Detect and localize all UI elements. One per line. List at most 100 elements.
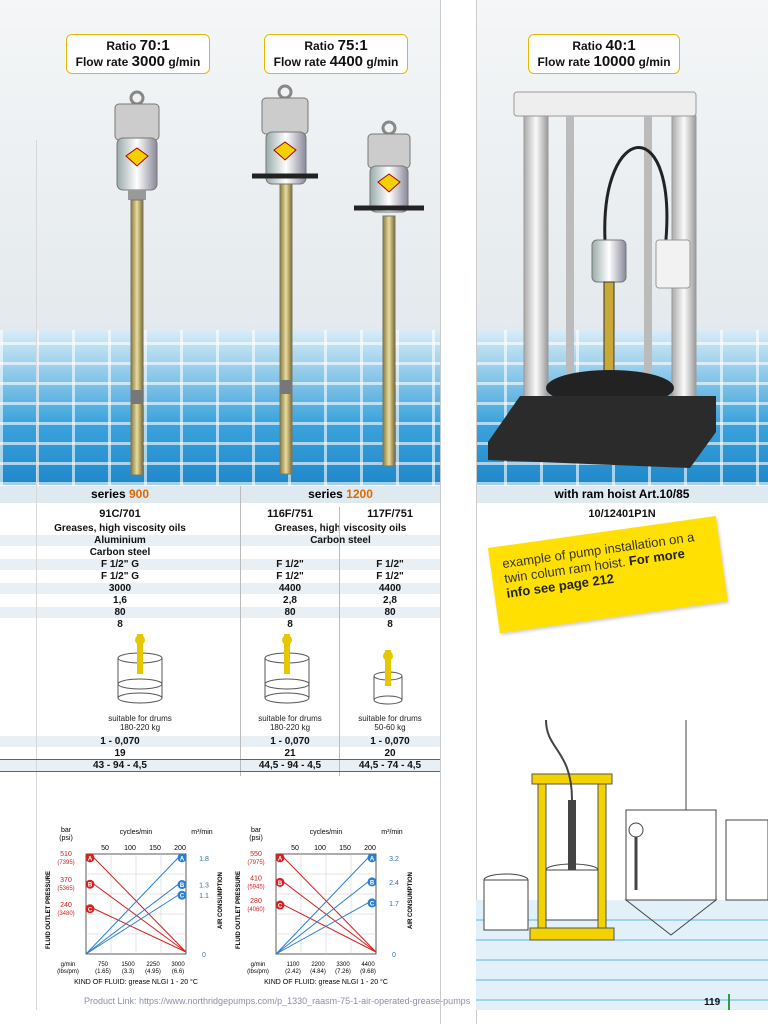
y-unit-label: bar [61, 827, 72, 834]
drum-label-line2: 180-220 kg [119, 723, 161, 732]
red-rule [0, 771, 440, 772]
top-tick: 200 [364, 845, 376, 852]
bottom-tick: 2250 [146, 962, 160, 968]
spec-r8-c3: 80 [340, 607, 440, 618]
series-number: 900 [129, 487, 150, 501]
pressure-marker [275, 877, 285, 887]
pressure-marker [85, 879, 95, 889]
y2-tick: 1.1 [199, 893, 209, 900]
y-tick: 410 [250, 875, 262, 882]
drum-icon-1 [117, 634, 163, 704]
spec-r8-c1: 80 [0, 607, 240, 618]
y2-tick: 1.8 [199, 856, 209, 863]
code-117f: 117F/751 [367, 508, 413, 520]
pressure-line [93, 857, 187, 953]
spec-r9-c3: 8 [387, 619, 393, 630]
spec-r10-c1: 1 - 0,070 [0, 736, 240, 747]
fluids-1200: Greases, high viscosity oils [274, 523, 407, 534]
bottom-tick-sub: (3.3) [122, 969, 134, 975]
top-tick: 100 [124, 845, 136, 852]
product-link[interactable]: Product Link: https://www.northridgepump… [84, 996, 471, 1006]
pressure-marker-label: B [88, 883, 93, 889]
x-top-label: cycles/min [310, 829, 343, 836]
drum-label-line1: suitable for drums [108, 714, 172, 723]
air-marker-label: A [180, 856, 185, 862]
fluid-caption: KIND OF FLUID: grease NLGI 1 - 20 °C [74, 978, 198, 986]
air-line [275, 857, 369, 955]
installation-drawing [476, 720, 768, 1010]
ratio-value: 75:1 [337, 37, 368, 54]
spec-r7-c2: 2,8 [283, 595, 297, 606]
flow-label: Flow rate [273, 55, 327, 69]
column-divider [240, 486, 241, 776]
sticky-note: example of pump installation on a twin c… [488, 515, 728, 634]
product-illustrations [114, 84, 716, 476]
bottom-tick-sub: (6.6) [172, 969, 184, 975]
y2-axis-title: AIR CONSUMPTION [408, 872, 414, 929]
air-marker-label: C [370, 901, 375, 907]
y-tick: 550 [250, 851, 262, 858]
spec-r12-c3: 44,5 - 74 - 4,5 [340, 760, 440, 771]
flow-label: Flow rate [75, 55, 129, 69]
spec-r8-c2: 80 [241, 607, 339, 618]
bottom-tick: 750 [98, 962, 109, 968]
pressure-marker-label: B [278, 881, 283, 887]
spec-r9-c2: 8 [287, 619, 293, 630]
bottom-tick: 3300 [336, 962, 350, 968]
ram-hoist-header: with ram hoist Art.10/85 [476, 486, 768, 503]
pressure-marker-label: C [88, 907, 93, 913]
fluids-900: Greases, high viscosity oils [54, 523, 186, 534]
material-1200: Carbon steel [241, 535, 440, 546]
flow-value: 3000 [131, 53, 166, 70]
series-number: 1200 [346, 487, 373, 501]
top-tick: 150 [149, 845, 161, 852]
pressure-marker [85, 904, 95, 914]
drum-icon-3 [373, 650, 403, 705]
spec-r4-c3: F 1/2" [340, 559, 440, 570]
air-marker-label: B [180, 883, 185, 889]
ram-hoist-illustration [488, 91, 716, 468]
page-divider [440, 0, 441, 1024]
y-unit-label: (psi) [59, 835, 73, 842]
bottom-tick-sub: (1.65) [95, 969, 111, 975]
pressure-marker-label: A [278, 856, 283, 862]
fluid-caption: KIND OF FLUID: grease NLGI 1 - 20 °C [264, 978, 388, 986]
y2-tick: 1.3 [199, 883, 209, 890]
y2-tick: 1.7 [389, 901, 399, 908]
pump-117f-illustration [354, 120, 424, 467]
spec-r6-c1: 3000 [0, 583, 240, 594]
y-tick: 280 [250, 898, 262, 905]
series-1200-header: series 1200 [241, 486, 440, 503]
y2-unit-label: m³/min [191, 829, 212, 836]
top-tick: 150 [339, 845, 351, 852]
spec-r11-c2: 21 [284, 748, 296, 759]
ratio-value: 40:1 [605, 37, 636, 54]
y-tick: 370 [60, 877, 72, 884]
pressure-line [93, 883, 187, 953]
drum-icon-2 [264, 634, 310, 704]
air-line [85, 894, 179, 955]
bottom-tick: 4400 [361, 962, 375, 968]
spec-r6-c3: 4400 [340, 583, 440, 594]
series-900-header: series 900 [0, 486, 240, 503]
spec-r5-c1: F 1/2" G [100, 571, 140, 582]
y2-tick: 0 [202, 952, 206, 959]
pressure-line [93, 908, 187, 953]
spec-r12-c1: 43 - 94 - 4,5 [0, 760, 240, 771]
y-unit-label: (psi) [249, 835, 263, 842]
top-tick: 50 [101, 845, 109, 852]
air-marker-label: A [370, 856, 375, 862]
drum-label-line2: 50-60 kg [374, 723, 406, 732]
y-tick: 510 [60, 851, 72, 858]
page-number: 119 [704, 997, 721, 1008]
spec-r10-c3: 1 - 0,070 [340, 736, 440, 747]
air-line [85, 884, 179, 955]
air-marker-label: B [370, 880, 375, 886]
spec-r5-c3: F 1/2" [376, 571, 404, 582]
x-top-label: cycles/min [120, 829, 153, 836]
y-axis-title: FLUID OUTLET PRESSURE [236, 871, 242, 949]
pressure-marker [275, 900, 285, 910]
spec-r9-c1: 8 [117, 619, 123, 630]
red-rule [0, 759, 440, 760]
x-unit-label: g/min [61, 962, 76, 968]
